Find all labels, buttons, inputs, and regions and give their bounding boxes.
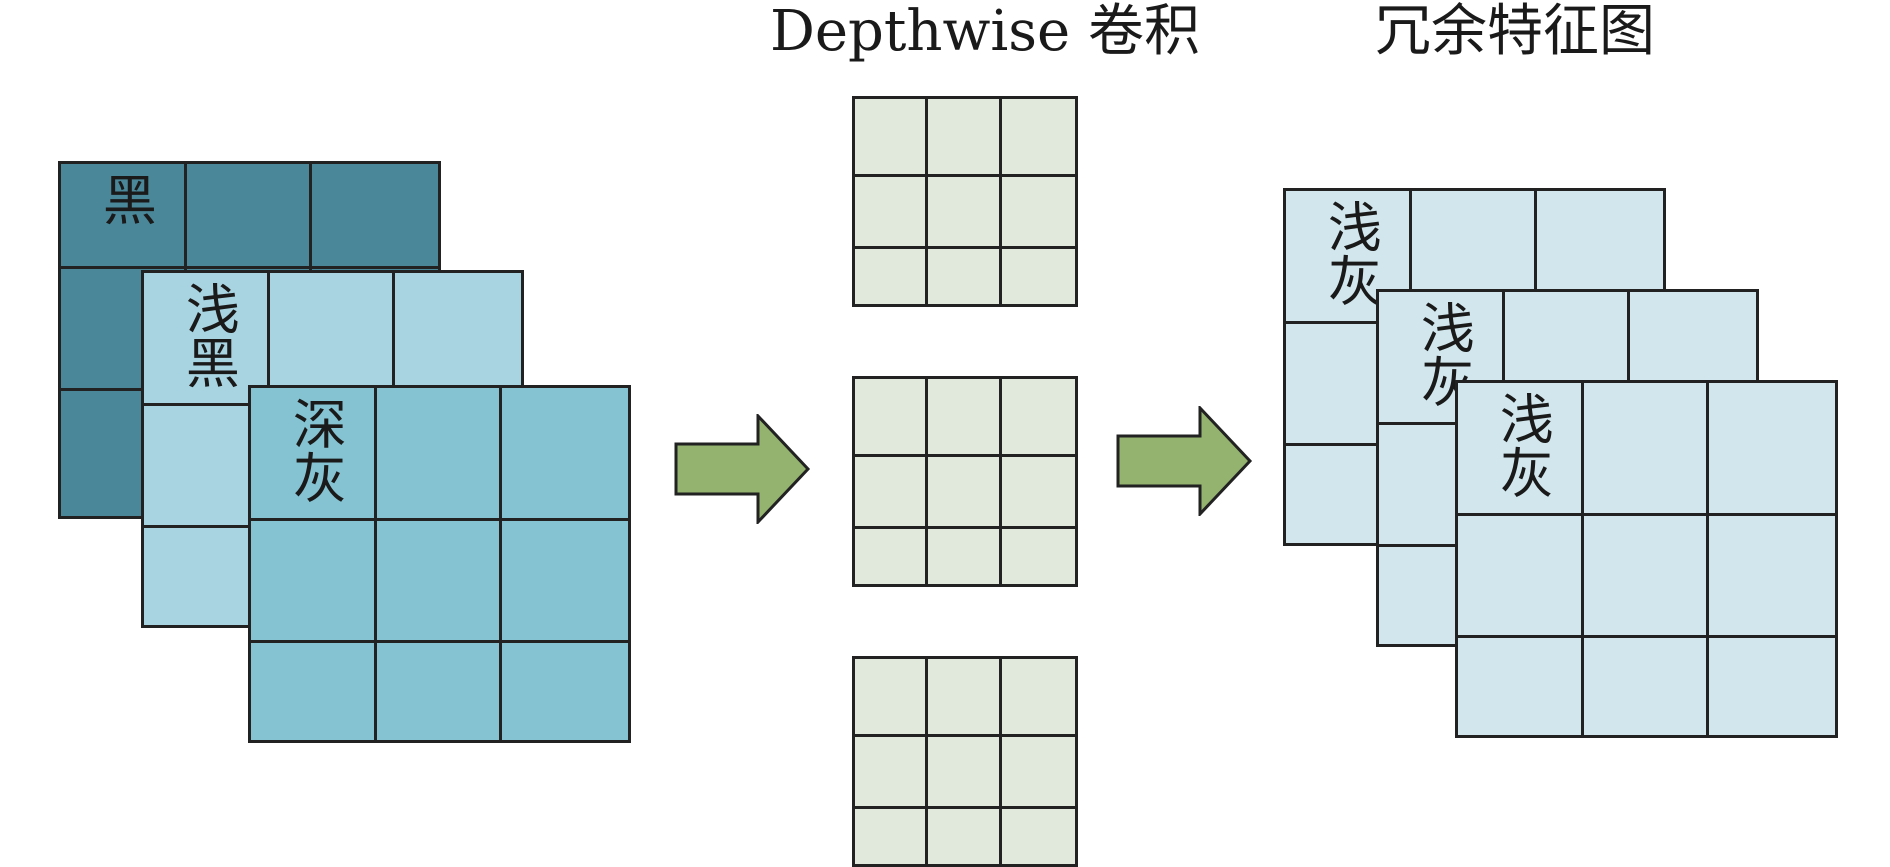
grid-cell <box>855 99 929 177</box>
grid-cell <box>855 249 929 304</box>
grid-cell <box>928 809 1002 864</box>
grid-cell <box>269 273 396 406</box>
grid-cell <box>855 737 929 809</box>
grid-cell <box>928 99 1002 177</box>
kernel-3 <box>852 656 1078 867</box>
grid-cell <box>186 164 313 269</box>
kernel-1 <box>852 96 1078 307</box>
grid-cell <box>1458 638 1584 735</box>
grid-cell <box>855 809 929 864</box>
grid-cell <box>1001 177 1075 249</box>
grid-cell <box>1709 383 1835 516</box>
input-map-label: 黑 <box>93 172 157 226</box>
grid-cell <box>928 737 1002 809</box>
grid-cell <box>1583 383 1710 516</box>
input-map-3: 深灰 <box>248 385 631 743</box>
grid-cell <box>502 643 628 740</box>
grid-cell <box>376 388 503 521</box>
redundant-feature-map-title: 冗余特征图 <box>1375 0 1655 64</box>
grid-cell <box>855 379 929 457</box>
input-map-label: 浅黑 <box>176 281 240 389</box>
grid-cell <box>1458 516 1584 638</box>
grid-cell <box>855 529 929 584</box>
arrow-right-icon <box>1116 406 1253 516</box>
grid-cell <box>855 659 929 737</box>
grid-cell <box>1583 638 1710 735</box>
grid-cell <box>376 643 503 740</box>
arrow-shape <box>674 414 811 524</box>
grid-cell: 黑 <box>61 164 187 269</box>
grid-cell <box>312 164 438 269</box>
grid-cell <box>928 249 1002 304</box>
grid-cell <box>1001 809 1075 864</box>
grid-cell <box>928 457 1002 529</box>
grid-cell <box>376 521 503 643</box>
output-map-label: 浅灰 <box>1318 199 1382 307</box>
grid-cell <box>928 379 1002 457</box>
grid-cell <box>1001 99 1075 177</box>
grid-cell <box>1709 516 1835 638</box>
grid-cell <box>1001 457 1075 529</box>
grid-cell <box>1001 249 1075 304</box>
input-map-label: 深灰 <box>283 396 347 504</box>
output-map-label: 浅灰 <box>1490 391 1554 499</box>
grid-cell: 浅灰 <box>1458 383 1584 516</box>
grid-cell <box>1583 516 1710 638</box>
grid-cell <box>1001 529 1075 584</box>
grid-cell <box>855 457 929 529</box>
depthwise-title: Depthwise 卷积 <box>770 0 1200 64</box>
grid-cell <box>928 177 1002 249</box>
grid-cell <box>251 643 377 740</box>
grid-cell: 深灰 <box>251 388 377 521</box>
grid-cell <box>502 521 628 643</box>
grid-cell <box>1001 737 1075 809</box>
grid-cell <box>1001 379 1075 457</box>
kernel-2 <box>852 376 1078 587</box>
arrow-right-icon <box>674 414 811 524</box>
grid-cell <box>928 659 1002 737</box>
arrow-shape <box>1116 406 1253 516</box>
grid-cell <box>928 529 1002 584</box>
grid-cell: 浅黑 <box>144 273 270 406</box>
grid-cell <box>251 521 377 643</box>
grid-cell <box>855 177 929 249</box>
grid-cell <box>1709 638 1835 735</box>
grid-cell <box>1001 659 1075 737</box>
grid-cell <box>502 388 628 521</box>
output-map-3: 浅灰 <box>1455 380 1838 738</box>
